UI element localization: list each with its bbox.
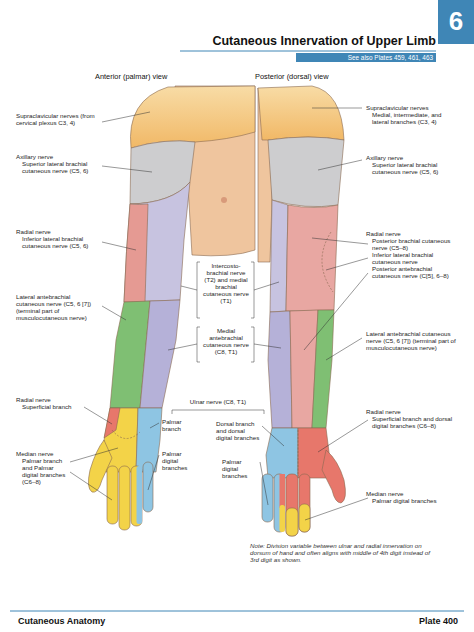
nerve-label: Medial antebrachial cutaneous nerve (C8,… — [203, 327, 249, 355]
branch-label: Posterior brachial cutaneous nerve (C5–8… — [372, 237, 456, 251]
branch-label: Posterior antebrachial cutaneous nerve (… — [372, 265, 456, 279]
nerve-label: Axillary nerve — [366, 154, 458, 161]
posterior-limb — [258, 86, 345, 536]
branch-label: Palmar branch and Palmar digital branche… — [22, 457, 66, 485]
chapter-number: 6 — [438, 6, 474, 36]
nerve-label: Axillary nerve — [16, 153, 98, 160]
branch-label: Superior lateral brachial cutaneous nerv… — [22, 160, 98, 174]
nerve-label: Supraclavicular nerves (from cervical pl… — [16, 112, 98, 126]
nerve-label: Radial nerve — [16, 396, 98, 403]
footer-section: Cutaneous Anatomy — [18, 616, 218, 627]
branch-label: Superficial branch and dorsal digital br… — [372, 415, 456, 429]
branch-label: Dorsal branch and dorsal digital branche… — [216, 420, 260, 441]
footer-rule — [10, 611, 464, 612]
nerve-label: Radial nerve — [16, 228, 98, 235]
branch-label: Inferior lateral brachial cutaneous nerv… — [372, 251, 456, 265]
branch-label: Superficial branch — [22, 403, 98, 410]
nerve-label: Radial nerve — [366, 230, 458, 237]
nerve-label: Lateral antebrachial cutaneous nerve (C5… — [16, 293, 98, 321]
view-heading: Anterior (palmar) view — [95, 72, 195, 81]
nerve-label: Median nerve — [16, 450, 98, 457]
chapter-tab — [438, 0, 474, 44]
cross-reference: See also Plates 459, 461, 463 — [296, 53, 436, 62]
nerve-label: Median nerve — [366, 490, 458, 497]
branch-label: Palmar digital branches — [222, 458, 258, 479]
nerve-label: Supraclavicular nerves — [366, 104, 458, 111]
note-text: Note: Division variable between ulnar an… — [250, 542, 440, 563]
title-rule — [180, 51, 436, 52]
nerve-label: Radial nerve — [366, 408, 458, 415]
branch-label: Inferior lateral brachial cutaneous nerv… — [22, 235, 98, 249]
plate-number: Plate 400 — [274, 616, 458, 627]
plate-title: Cutaneous Innervation of Upper Limb — [180, 34, 436, 49]
view-heading: Posterior (dorsal) view — [255, 72, 365, 81]
leader-lines — [70, 108, 368, 520]
branch-label: Palmar digital branches — [372, 497, 456, 504]
nerve-label: Lateral antebrachial cutaneous nerve (C5… — [366, 330, 458, 351]
nerve-label: Intercosto-brachial nerve (T2) and media… — [203, 262, 249, 304]
nerve-label: Ulnar nerve (C8, T1) — [178, 398, 258, 405]
branch-label: Palmar digital branches — [162, 450, 196, 471]
branch-label: Medial, intermediate, and lateral branch… — [372, 111, 456, 125]
branch-label: Superior lateral brachial cutaneous nerv… — [372, 161, 456, 175]
branch-label: Palmar branch — [162, 418, 194, 432]
